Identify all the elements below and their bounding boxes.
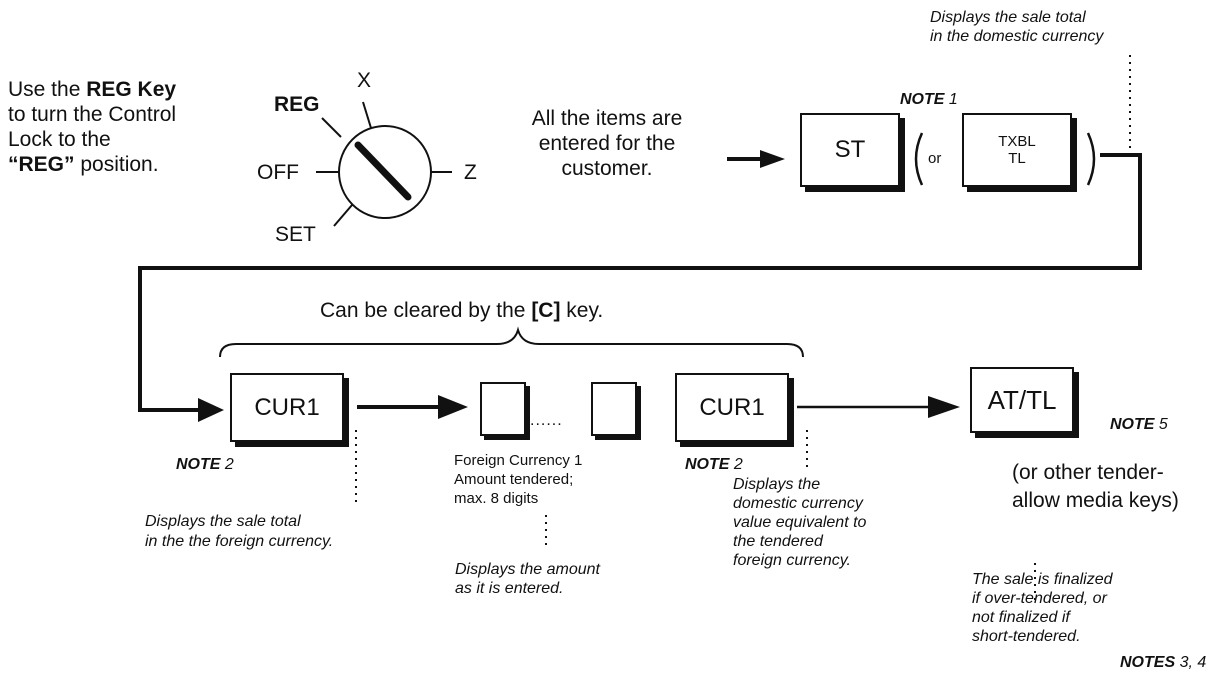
reg-tick	[321, 117, 342, 138]
close-paren	[1086, 132, 1096, 186]
cur1-second-note-5: foreign currency.	[733, 552, 851, 569]
lock-off-label: OFF	[257, 161, 299, 184]
finalized-note-1: The sale is finalized	[972, 571, 1113, 588]
intro-line-3: Lock to the	[8, 128, 111, 151]
cur1-second-note-4: the tendered	[733, 533, 823, 550]
amount-dots: ......	[530, 412, 563, 429]
lock-reg-label: REG	[274, 93, 320, 116]
amount-digit-key-last[interactable]	[591, 382, 637, 436]
txbl-key-label: TXBL	[998, 133, 1036, 150]
note-2-number: 2	[733, 456, 743, 473]
cur1-second-note-2: domestic currency	[733, 495, 863, 512]
cur1-display-note-1: Displays the sale total	[145, 513, 301, 530]
note-2-prefix: NOTE	[685, 456, 730, 473]
cur1-second-note-1: Displays the	[733, 476, 821, 493]
st-display-note-1: Displays the sale total	[930, 9, 1086, 26]
notes-numbers: 3, 4	[1179, 654, 1207, 671]
lock-set-label: SET	[275, 223, 316, 246]
c-key-label: [C]	[531, 299, 561, 322]
control-lock-pointer	[354, 141, 412, 201]
clear-brace	[219, 326, 804, 358]
note-2-first: NOTE 2	[176, 456, 234, 474]
st-key[interactable]: ST	[800, 113, 900, 187]
st-display-note-2: in the domestic currency	[930, 28, 1104, 45]
clear-text-post: key.	[560, 299, 604, 322]
intro-text-end: position.	[74, 153, 159, 176]
amount-label-1: Foreign Currency 1	[454, 452, 583, 469]
txbl-tl-key[interactable]: TXBL TL	[962, 113, 1072, 187]
attl-key[interactable]: AT/TL	[970, 367, 1074, 433]
notes-prefix: NOTES	[1120, 654, 1176, 671]
tl-key-label: TL	[1008, 150, 1026, 167]
clear-text-pre: Can be cleared by the	[320, 299, 532, 322]
open-paren	[914, 132, 924, 186]
finalized-note-2: if over-tendered, or	[972, 590, 1107, 607]
note-1-prefix: NOTE	[900, 91, 945, 108]
lock-x-label: X	[357, 69, 372, 92]
arrow-to-attl	[928, 396, 960, 418]
notes-3-4: NOTES 3, 4	[1120, 654, 1206, 672]
other-keys-1: (or other tender-	[1012, 461, 1164, 484]
arrow-to-amount	[438, 395, 468, 419]
note-5-number: 5	[1158, 416, 1168, 433]
note-5: NOTE 5	[1110, 416, 1168, 434]
items-text-3: customer.	[561, 157, 653, 180]
reg-position-label: “REG”	[8, 153, 75, 176]
items-text-1: All the items are	[531, 107, 683, 130]
amount-label-3: max. 8 digits	[454, 490, 539, 507]
cur1-second-note-3: value equivalent to	[733, 514, 867, 531]
reg-key-label: REG Key	[86, 78, 177, 101]
note-1: NOTE 1	[900, 91, 958, 109]
note-1-number: 1	[948, 91, 958, 108]
note-2-number: 2	[224, 456, 234, 473]
amount-display-note-1: Displays the amount	[455, 561, 600, 578]
finalized-note-3: not finalized if	[972, 609, 1070, 626]
intro-line-4: “REG” position.	[8, 152, 159, 177]
intro-line-1: Use the REG Key	[8, 77, 176, 102]
arrow-to-st	[760, 150, 785, 168]
other-keys-2: allow media keys)	[1012, 489, 1179, 512]
clear-text: Can be cleared by the [C] key.	[320, 298, 603, 323]
intro-line-2: to turn the Control	[8, 103, 177, 126]
arrow-to-cur1	[198, 398, 224, 422]
cur1-key-second[interactable]: CUR1	[675, 373, 789, 442]
amount-display-note-2: as it is entered.	[455, 580, 564, 597]
cur1-key-first[interactable]: CUR1	[230, 373, 344, 442]
cur1-display-note-2: in the the foreign currency.	[145, 533, 334, 550]
intro-text: Use the	[8, 78, 87, 101]
items-text-2: entered for the	[538, 132, 676, 155]
x-tick	[362, 101, 372, 129]
note-2-prefix: NOTE	[176, 456, 221, 473]
amount-label-2: Amount tendered;	[454, 471, 574, 488]
amount-digit-key-first[interactable]	[480, 382, 526, 436]
connector-line	[138, 153, 1142, 412]
finalized-note-4: short-tendered.	[972, 628, 1081, 645]
set-tick	[333, 204, 353, 227]
note-2-second: NOTE 2	[685, 456, 743, 474]
lock-z-label: Z	[464, 161, 477, 184]
or-label: or	[928, 150, 942, 167]
note-5-prefix: NOTE	[1110, 416, 1155, 433]
